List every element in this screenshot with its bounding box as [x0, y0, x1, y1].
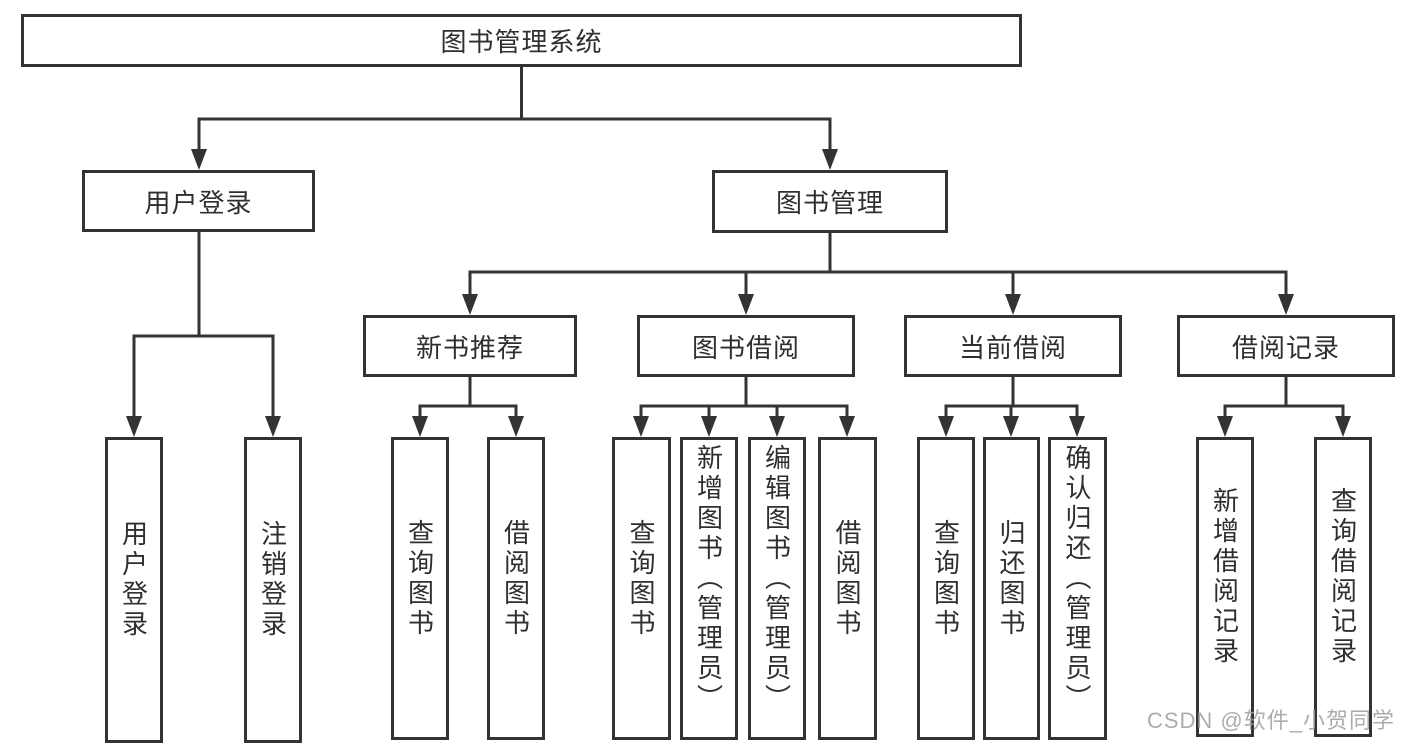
node-new-book-recommend: 新书推荐 [363, 315, 577, 377]
node-label: 当前借阅 [958, 332, 1067, 363]
arrowhead [1069, 416, 1085, 437]
leaf-query-borrow-record: 查询借阅记录 [1314, 437, 1372, 737]
leaf-logout: 注销登录 [244, 437, 302, 743]
leaf-label: 借阅图书 [500, 518, 531, 639]
leaf-query-books-3: 查询图书 [917, 437, 975, 740]
leaf-label: 借阅图书 [832, 518, 862, 639]
leaf-query-books-2: 查询图书 [612, 437, 671, 740]
node-book-borrow: 图书借阅 [637, 315, 855, 377]
node-label: 图书借阅 [691, 332, 800, 363]
node-current-borrow: 当前借阅 [904, 315, 1122, 377]
node-label: 新书推荐 [415, 332, 524, 363]
leaf-label: 新增图书（管理员） [693, 443, 724, 714]
arrowhead [265, 416, 281, 437]
node-user-login: 用户登录 [82, 170, 315, 232]
leaf-label: 查询借阅记录 [1327, 487, 1358, 667]
csdn-watermark: CSDN @软件_小贺同学 [1146, 708, 1395, 733]
arrowhead [938, 416, 954, 437]
arrowhead [126, 416, 142, 437]
arrowhead [1278, 294, 1294, 315]
node-label: 图书管理 [775, 188, 884, 218]
leaf-user-login: 用户登录 [105, 437, 163, 743]
leaf-label: 确认归还（管理员） [1062, 443, 1092, 714]
node-label: 用户登录 [144, 187, 253, 218]
node-borrow-records: 借阅记录 [1177, 315, 1395, 377]
node-label: 借阅记录 [1231, 332, 1340, 363]
arrowhead [1005, 294, 1021, 315]
leaf-edit-books-admin: 编辑图书（管理员） [748, 437, 806, 740]
arrowhead [412, 416, 428, 437]
leaf-borrow-books-2: 借阅图书 [818, 437, 877, 740]
leaf-label: 新增借阅记录 [1209, 487, 1240, 667]
leaf-query-books: 查询图书 [391, 437, 449, 740]
arrowhead [633, 416, 649, 437]
arrowhead [738, 294, 754, 315]
arrowhead [508, 416, 524, 437]
leaf-add-books-admin: 新增图书（管理员） [680, 437, 738, 740]
leaf-confirm-return-admin: 确认归还（管理员） [1048, 437, 1107, 740]
arrowhead [1335, 416, 1351, 437]
leaf-label: 查询图书 [626, 518, 656, 639]
arrowhead [839, 416, 855, 437]
arrowhead [462, 294, 478, 315]
arrowhead [191, 149, 207, 170]
arrowhead [701, 416, 717, 437]
node-library-management-system: 图书管理系统 [21, 14, 1022, 67]
leaf-label: 注销登录 [257, 520, 288, 640]
leaf-label: 编辑图书（管理员） [761, 443, 792, 714]
leaf-label: 归还图书 [996, 518, 1026, 639]
arrowhead [1003, 416, 1019, 437]
arrowhead [769, 416, 785, 437]
arrowhead [822, 149, 838, 170]
leaf-borrow-books: 借阅图书 [487, 437, 545, 740]
arrowhead [1217, 416, 1233, 437]
node-book-management: 图书管理 [712, 170, 948, 233]
leaf-label: 查询图书 [930, 518, 961, 639]
leaf-label: 查询图书 [404, 518, 435, 639]
leaf-add-borrow-record: 新增借阅记录 [1196, 437, 1254, 737]
node-label: 图书管理系统 [440, 27, 603, 57]
leaf-return-books: 归还图书 [983, 437, 1040, 740]
leaf-label: 用户登录 [118, 520, 149, 640]
